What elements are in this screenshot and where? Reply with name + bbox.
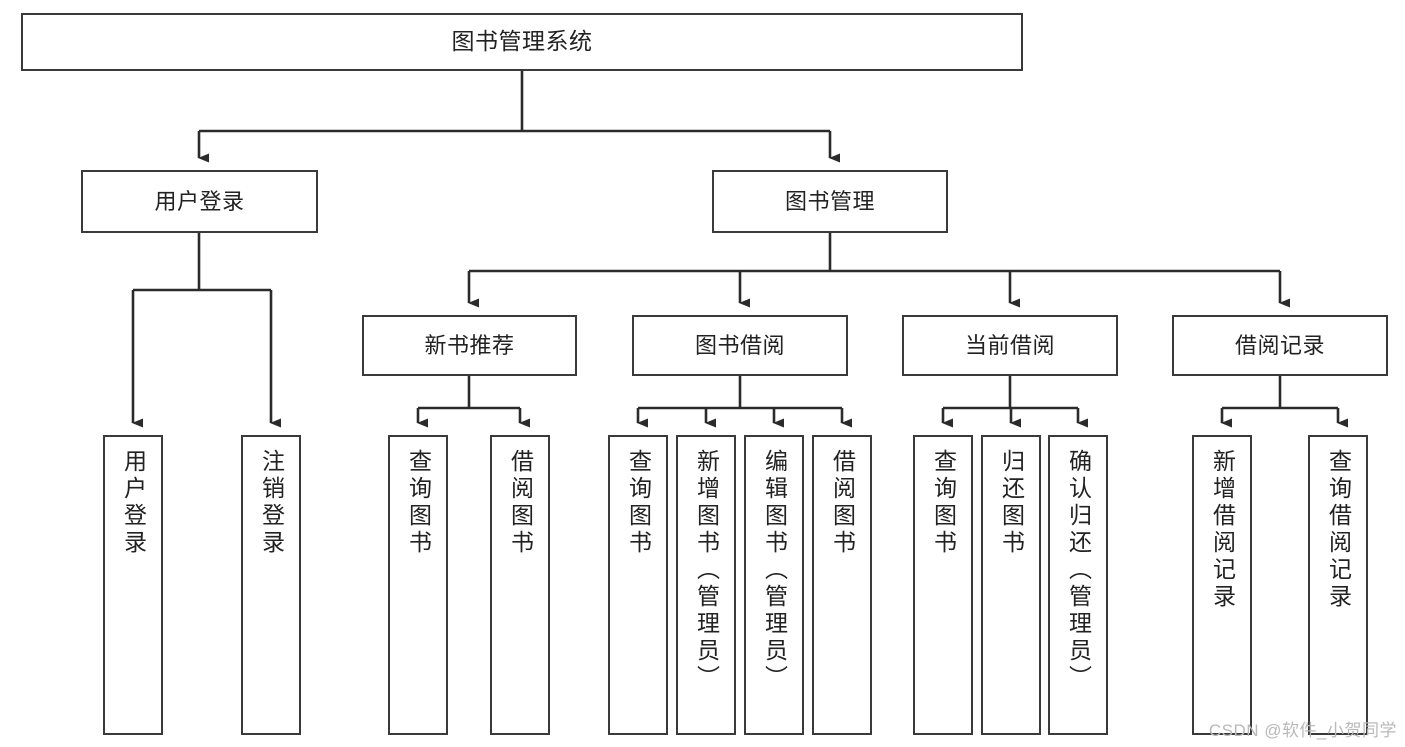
node-leaf-edit-book-admin-label: 编辑图书（管理员）	[761, 449, 788, 692]
node-book-manage-label: 图书管理	[784, 188, 875, 214]
node-leaf-borrow-book-1-label: 借阅图书	[507, 449, 534, 557]
node-root-label: 图书管理系统	[451, 28, 593, 55]
node-leaf-query-book-3-label: 查询图书	[930, 449, 957, 557]
node-book-borrow[interactable]: 图书借阅	[632, 315, 848, 376]
node-leaf-query-book-1[interactable]: 查询图书	[388, 435, 448, 735]
node-leaf-query-book-1-label: 查询图书	[405, 449, 432, 557]
node-leaf-return-book-label: 归还图书	[998, 449, 1025, 557]
node-leaf-query-borrow-record-label: 查询借阅记录	[1325, 449, 1352, 611]
node-current-borrow[interactable]: 当前借阅	[902, 315, 1118, 376]
node-borrow-record-label: 借阅记录	[1234, 332, 1325, 358]
node-leaf-user-login-label: 用户登录	[120, 449, 147, 557]
node-leaf-add-borrow-record[interactable]: 新增借阅记录	[1192, 435, 1252, 735]
node-leaf-borrow-book-2[interactable]: 借阅图书	[812, 435, 872, 735]
node-root[interactable]: 图书管理系统	[21, 13, 1023, 71]
node-leaf-add-book-admin[interactable]: 新增图书（管理员）	[676, 435, 736, 735]
node-new-book-recommend[interactable]: 新书推荐	[362, 315, 577, 376]
node-leaf-logout-login[interactable]: 注销登录	[241, 435, 301, 735]
node-leaf-add-borrow-record-label: 新增借阅记录	[1209, 449, 1236, 611]
node-borrow-record[interactable]: 借阅记录	[1172, 315, 1388, 376]
node-current-borrow-label: 当前借阅	[964, 332, 1055, 358]
node-leaf-user-login[interactable]: 用户登录	[103, 435, 163, 735]
node-leaf-borrow-book-1[interactable]: 借阅图书	[490, 435, 550, 735]
node-book-manage[interactable]: 图书管理	[712, 170, 948, 233]
node-leaf-query-book-2[interactable]: 查询图书	[608, 435, 668, 735]
node-leaf-confirm-return-admin[interactable]: 确认归还（管理员）	[1048, 435, 1108, 735]
node-user-login-label: 用户登录	[154, 188, 245, 214]
node-leaf-logout-login-label: 注销登录	[258, 449, 285, 557]
node-book-borrow-label: 图书借阅	[694, 332, 785, 358]
node-leaf-query-book-2-label: 查询图书	[625, 449, 652, 557]
node-leaf-edit-book-admin[interactable]: 编辑图书（管理员）	[744, 435, 804, 735]
node-leaf-query-book-3[interactable]: 查询图书	[913, 435, 973, 735]
node-user-login[interactable]: 用户登录	[81, 170, 318, 233]
node-leaf-confirm-return-admin-label: 确认归还（管理员）	[1065, 449, 1092, 692]
csdn-watermark: CSDN @软件_小贺同学	[1208, 721, 1397, 740]
node-leaf-add-book-admin-label: 新增图书（管理员）	[693, 449, 720, 692]
node-leaf-borrow-book-2-label: 借阅图书	[829, 449, 856, 557]
node-leaf-query-borrow-record[interactable]: 查询借阅记录	[1308, 435, 1368, 735]
node-leaf-return-book[interactable]: 归还图书	[981, 435, 1041, 735]
node-new-book-recommend-label: 新书推荐	[424, 332, 515, 358]
